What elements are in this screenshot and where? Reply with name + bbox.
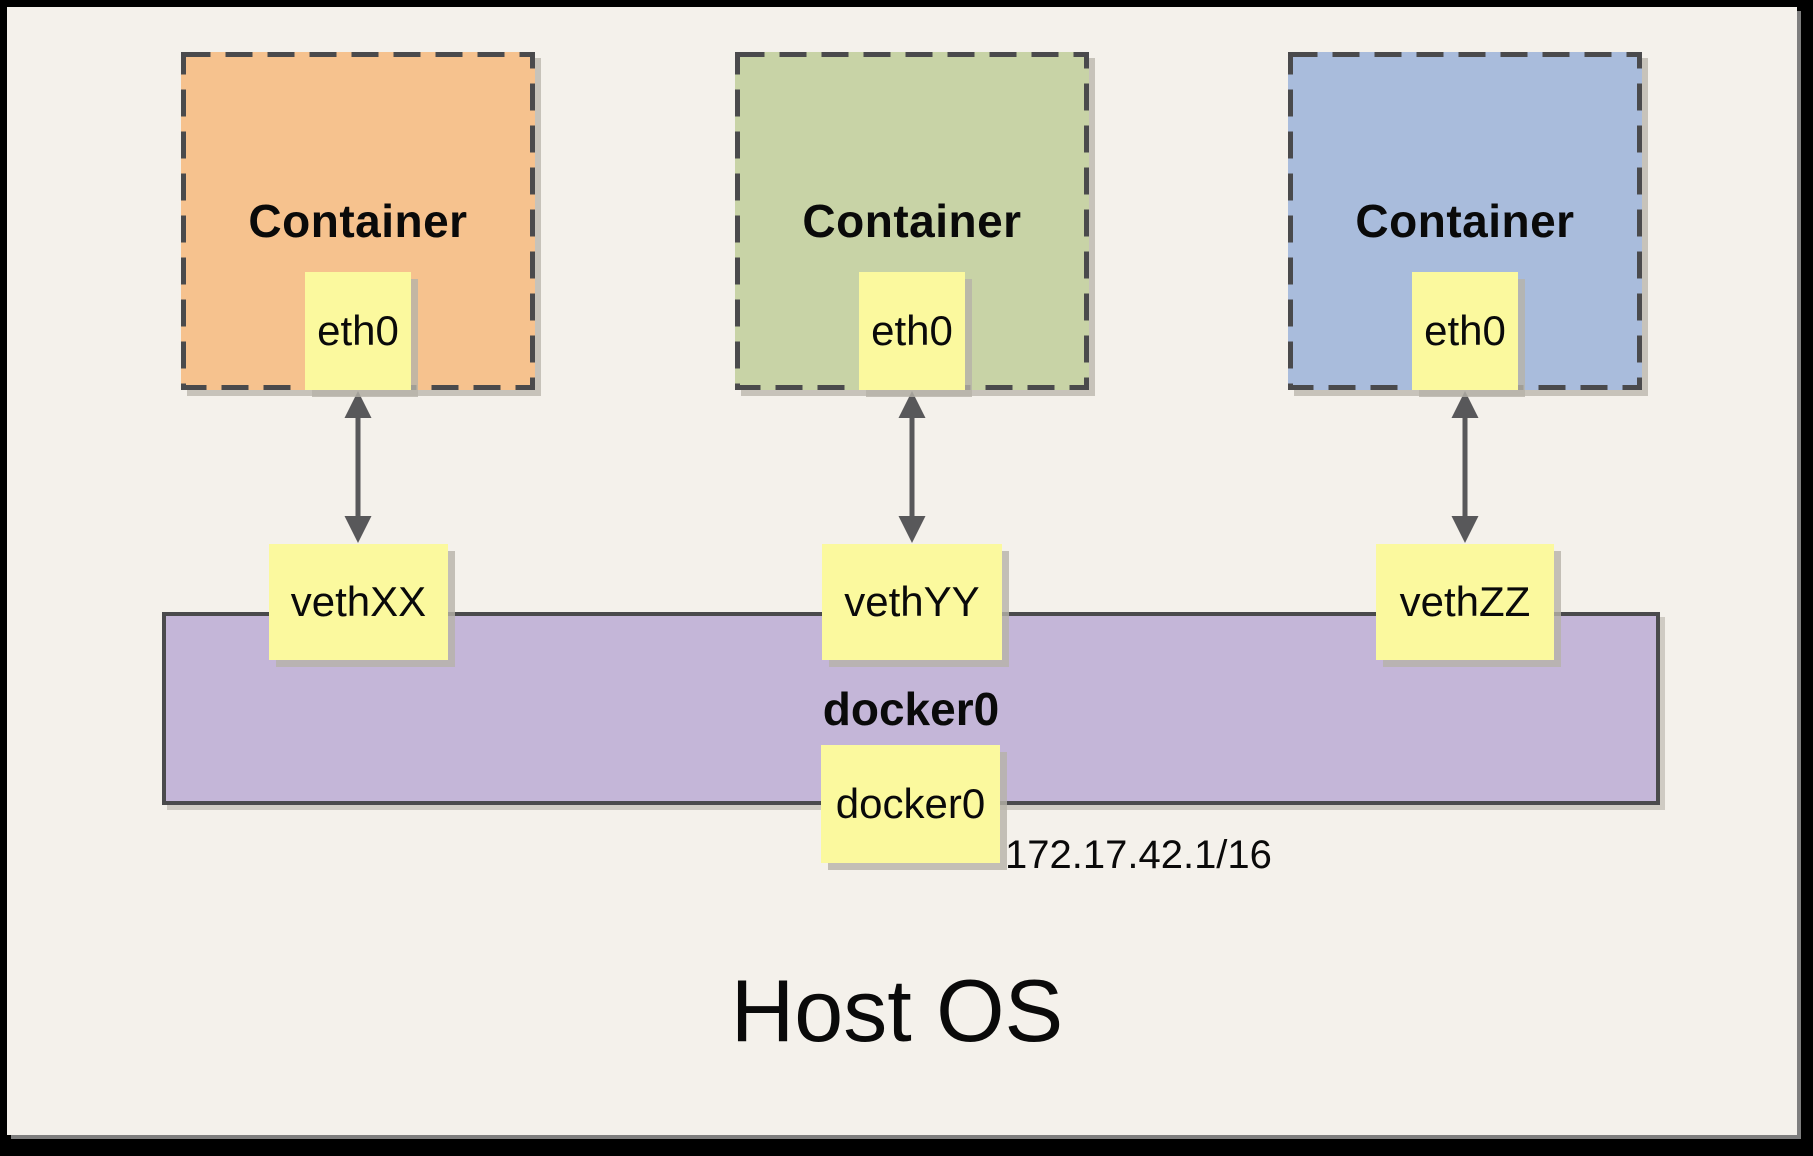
double-arrow-icon — [898, 391, 926, 543]
vethzz-interface-box: vethZZ — [1376, 544, 1554, 660]
docker0-bridge-label: docker0 — [822, 683, 1000, 735]
eth0-interface-box: eth0 — [859, 272, 965, 390]
docker0-interface-box: docker0 — [821, 745, 1000, 863]
container-label: Container — [802, 195, 1022, 247]
double-arrow-icon — [1451, 391, 1479, 543]
double-arrow-icon — [344, 391, 372, 543]
vethyy-interface-box: vethYY — [822, 544, 1002, 660]
vethxx-interface-box: vethXX — [269, 544, 448, 660]
eth0-label: eth0 — [871, 307, 953, 354]
eth0-interface-box: eth0 — [305, 272, 411, 390]
eth0-label: eth0 — [317, 307, 399, 354]
docker0-interface-label: docker0 — [835, 780, 986, 827]
bridge-ip-label: 172.17.42.1/16 — [1005, 833, 1272, 877]
eth0-interface-box: eth0 — [1412, 272, 1518, 390]
vethzz-label: vethZZ — [1399, 578, 1531, 625]
eth0-label: eth0 — [1424, 307, 1506, 354]
container-box-3: Container eth0 — [1288, 52, 1642, 390]
container-label: Container — [1355, 195, 1575, 247]
container-box-1: Container eth0 — [181, 52, 535, 390]
container-label: Container — [248, 195, 468, 247]
host-os-label: Host OS — [730, 961, 1064, 1060]
vethyy-label: vethYY — [844, 578, 980, 625]
container-box-2: Container eth0 — [735, 52, 1089, 390]
vethxx-label: vethXX — [290, 578, 427, 625]
